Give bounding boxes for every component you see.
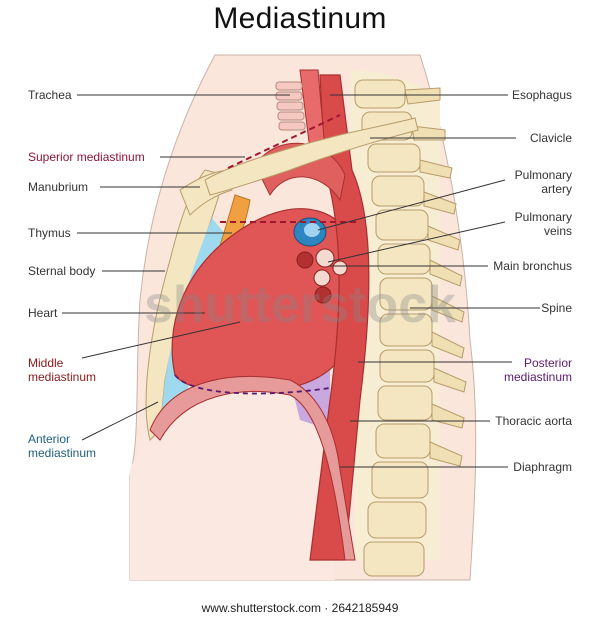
label-main-bronchus: Main bronchus [493, 259, 572, 273]
label-pulmonary-artery: Pulmonary artery [515, 168, 572, 196]
trachea-shape [275, 81, 306, 131]
label-superior-mediastinum: Superior mediastinum [28, 150, 145, 164]
page-title: Mediastinum [213, 2, 387, 35]
label-middle-line2: mediastinum [28, 370, 97, 384]
label-clavicle: Clavicle [529, 131, 572, 145]
footer-credit: www.shutterstock.com · 2642185949 [201, 601, 399, 615]
pulmonary-veins-shape [296, 248, 348, 304]
label-sternal-body: Sternal body [28, 264, 96, 278]
label-spine: Spine [541, 301, 572, 315]
label-pv-line1: Pulmonary [514, 210, 572, 224]
abdomen-area [130, 380, 335, 580]
label-heart: Heart [28, 306, 58, 320]
clavicle-bone [204, 117, 419, 196]
label-posterior-line2: mediastinum [503, 370, 572, 384]
label-diaphragm: Diaphragm [513, 460, 572, 474]
label-pv-line2: veins [543, 224, 572, 238]
label-posterior-mediastinum: Posterior mediastinum [504, 356, 572, 384]
label-anterior-line2: mediastinum [28, 446, 97, 460]
pulmonary-artery-lumen [304, 223, 320, 237]
label-thymus: Thymus [28, 226, 71, 240]
label-middle-mediastinum: Middle mediastinum [28, 356, 96, 384]
label-middle-line1: Middle [28, 356, 64, 370]
label-anterior-mediastinum: Anterior mediastinum [28, 432, 96, 460]
leader-lines [62, 94, 540, 468]
superior-boundary [227, 114, 341, 169]
spine [350, 70, 440, 577]
label-manubrium: Manubrium [28, 180, 89, 194]
label-anterior-line1: Anterior [28, 432, 71, 446]
label-pulmonary-veins: Pulmonary veins [515, 210, 572, 238]
label-thoracic-aorta: Thoracic aorta [495, 414, 572, 428]
label-pa-line1: Pulmonary [514, 168, 572, 182]
label-pa-line2: artery [541, 182, 572, 196]
heart-boundary [174, 374, 331, 395]
label-esophagus: Esophagus [511, 88, 572, 102]
watermark-text: shutterstock [144, 276, 456, 334]
label-trachea: Trachea [28, 88, 72, 102]
label-posterior-line1: Posterior [523, 356, 572, 370]
